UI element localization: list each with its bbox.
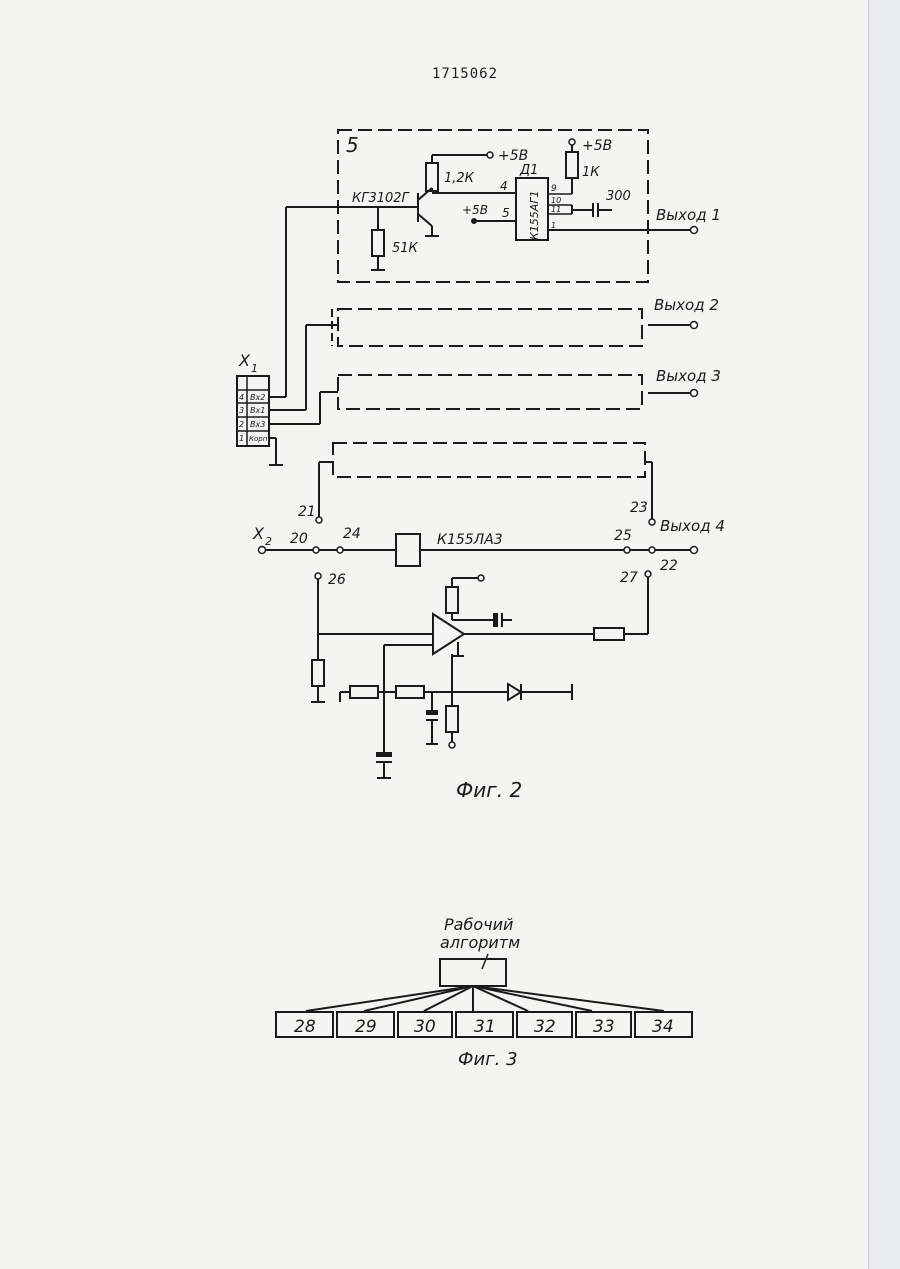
capacitor-op-amp (493, 613, 498, 627)
resistor-1-2k-label: 1,2К (444, 171, 475, 186)
resistor-51k (372, 230, 384, 256)
chip-pin-11: 11 (551, 205, 561, 214)
diode (508, 684, 521, 700)
potentiometer (350, 686, 378, 698)
resistor-1-2k (426, 163, 438, 191)
root-label-line-1: Рабочий (444, 915, 513, 934)
root-box (440, 959, 506, 986)
resistor-1k-label: 1К (582, 165, 600, 180)
capacitor-bottom (426, 710, 438, 715)
capacitor-300-label: 300 (606, 189, 631, 204)
svg-text:Вх3: Вх3 (250, 420, 265, 429)
chip-pin-4: 4 (500, 179, 508, 193)
connector-x1-pin-2: 2 Вх3 (239, 420, 265, 429)
block-2-outline (338, 309, 642, 346)
fig-3-caption: Фиг. 3 (458, 1049, 518, 1070)
output-4-label: Выход 4 (660, 517, 725, 535)
connector-x1-pin-4: 4 Вх2 (239, 393, 265, 402)
gate-k155la3 (396, 534, 420, 566)
output-3-label: Выход 3 (656, 367, 721, 385)
output-1-label: Выход 1 (656, 206, 721, 224)
chip-d1-type: К155АГ1 (528, 191, 541, 240)
resistor-supply (446, 587, 458, 613)
node-24: 24 (343, 526, 361, 542)
transistor-emitter (418, 214, 432, 226)
svg-text:1: 1 (239, 434, 244, 443)
box-28-label: 28 (294, 1017, 316, 1037)
svg-text:3: 3 (239, 406, 244, 415)
fig-2-caption: Фиг. 2 (456, 778, 522, 802)
resistor-feedback (594, 628, 624, 640)
chip-pin-9: 9 (551, 184, 557, 194)
supply-label-1: +5В (498, 148, 528, 164)
block-4-outline (333, 443, 645, 477)
chip-pin-10: 10 (551, 196, 561, 205)
svg-text:Вх2: Вх2 (250, 393, 265, 402)
resistor-r-left (312, 660, 324, 686)
node-22: 22 (660, 558, 678, 574)
svg-text:Корп: Корп (249, 435, 268, 443)
gate-label: К155ЛА3 (437, 532, 503, 548)
resistor-51k-label: 51К (392, 241, 419, 256)
box-34-label: 34 (652, 1017, 674, 1037)
supply-label-3: +5В (582, 138, 612, 154)
node-27: 27 (620, 570, 638, 586)
connector-x1-label: X (238, 351, 251, 370)
connector-x1-sub: 1 (251, 362, 258, 375)
chip-pin-1: 1 (551, 221, 556, 230)
transistor-label: КГ3102Г (352, 191, 411, 206)
resistor-bottom (446, 706, 458, 732)
node-23: 23 (630, 500, 648, 516)
capacitor-left (376, 752, 392, 757)
connector-x2-sub: 2 (265, 535, 272, 548)
connector-x1-pin-1: 1 Корп (239, 434, 268, 443)
node-20: 20 (290, 531, 308, 547)
box-33-label: 33 (593, 1017, 615, 1037)
svg-text:4: 4 (239, 393, 244, 402)
output-2-label: Выход 2 (654, 296, 719, 314)
root-label-line-2: алгоритм (440, 933, 520, 952)
svg-text:Вх1: Вх1 (250, 406, 265, 415)
box-30-label: 30 (414, 1017, 436, 1037)
node-25: 25 (614, 528, 632, 544)
box-31-label: 31 (474, 1017, 496, 1037)
supply-label-2: +5В (462, 203, 488, 217)
resistor-1k (566, 152, 578, 178)
box-32-label: 32 (534, 1017, 556, 1037)
chip-d1-ref: Д1 (519, 163, 538, 178)
node-26: 26 (328, 572, 346, 588)
fig-3-arrows (306, 986, 664, 1011)
node-21: 21 (298, 504, 316, 520)
chip-pin-5: 5 (502, 206, 510, 220)
svg-text:2: 2 (239, 420, 244, 429)
block-3-outline (338, 375, 642, 409)
connector-x1-pin-3: 3 Вх1 (239, 406, 265, 415)
block-5-number: 5 (346, 133, 359, 157)
resistor-chain (396, 686, 424, 698)
box-29-label: 29 (355, 1017, 377, 1037)
connector-x2-label: X (252, 524, 265, 543)
